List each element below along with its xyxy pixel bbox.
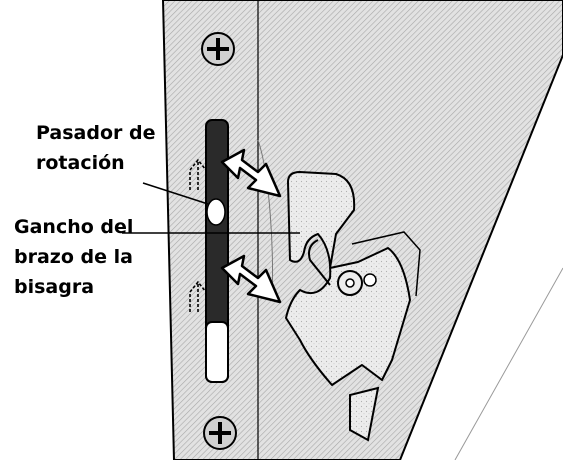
lift-indicator-icon bbox=[189, 280, 207, 312]
double-arrow-icon bbox=[220, 254, 282, 304]
callout-rotation-pin-line-2: rotación bbox=[36, 152, 125, 174]
rotation-pin bbox=[206, 198, 226, 226]
callout-rotation-pin-line-1: Pasador de bbox=[36, 122, 156, 144]
callout-hinge-hook-line-3: bisagra bbox=[14, 276, 95, 298]
callout-hinge-hook-line-2: brazo de la bbox=[14, 246, 133, 268]
lift-indicator-icon bbox=[189, 158, 207, 190]
callout-leaders bbox=[122, 182, 300, 234]
callout-hinge-hook: Gancho del brazo de la bisagra bbox=[14, 212, 133, 302]
cabinet-panel bbox=[161, 0, 563, 460]
hinge-arm bbox=[285, 171, 421, 442]
screw-icon bbox=[203, 416, 237, 450]
screw-icon bbox=[201, 32, 235, 66]
callout-hinge-hook-line-1: Gancho del bbox=[14, 216, 134, 238]
callout-rotation-pin: Pasador de rotación bbox=[36, 118, 156, 178]
double-arrow-icon bbox=[220, 148, 282, 198]
hinge-slot bbox=[205, 119, 229, 383]
